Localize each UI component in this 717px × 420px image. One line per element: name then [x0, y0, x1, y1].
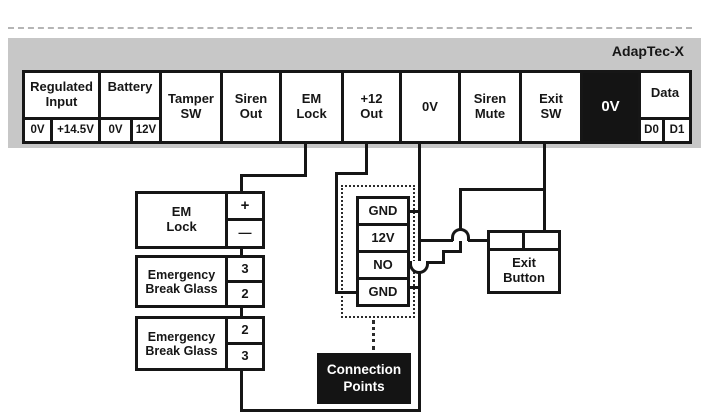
- wire-0v-to-gnd-bottom: [405, 286, 419, 289]
- terminal-data-d0: D0: [638, 117, 665, 144]
- terminal-12v-out: +12 Out: [341, 70, 402, 144]
- wire-hop-0v-over-no: [451, 228, 470, 241]
- terminal-regulated-0v: 0V: [22, 117, 53, 144]
- panel-title: AdapTec-X: [611, 43, 684, 59]
- em-lock-terminal-minus: —: [225, 218, 265, 249]
- wire-no-step-up: [442, 252, 445, 264]
- terminal-siren-mute: Siren Mute: [458, 70, 522, 144]
- connection-terminal-12v: 12V: [356, 223, 410, 253]
- wire-12v-into-gnd-bottom: [335, 291, 359, 294]
- wire-no-step-run: [442, 250, 462, 253]
- wire-lock-to-breakglass1: [240, 244, 243, 258]
- wire-12v-drop: [365, 140, 368, 175]
- wire-no-riser: [459, 188, 462, 252]
- wire-0v-to-exitbutton-b: [468, 239, 490, 242]
- wire-breakglass2-drop: [240, 368, 243, 412]
- exit-button-label: Exit Button: [487, 248, 561, 294]
- wire-exitsw-drop: [543, 140, 546, 233]
- break-glass-1-terminal-2: 2: [225, 280, 265, 308]
- em-lock-terminal-plus: +: [225, 191, 265, 221]
- wire-hop-no-over-0v: [409, 261, 429, 274]
- terminal-regulated-14v: +14.5V: [50, 117, 101, 144]
- terminal-em-lock: EM Lock: [279, 70, 344, 144]
- terminal-0v: 0V: [399, 70, 461, 144]
- wire-no-to-exitsw: [459, 188, 546, 191]
- break-glass-2-terminal-2: 2: [225, 316, 265, 345]
- wire-no-run: [426, 261, 445, 264]
- connection-block-outline: [341, 185, 415, 318]
- connection-terminal-gnd-bottom: GND: [356, 277, 410, 307]
- wire-0v-bus: [418, 140, 421, 412]
- dashed-top-line: [8, 27, 692, 29]
- wire-em-lock-drop: [304, 140, 307, 177]
- wire-bottom-return: [240, 409, 421, 412]
- wire-em-lock-run: [240, 174, 307, 177]
- break-glass-2-terminal-3: 3: [225, 342, 265, 371]
- break-glass-2-label: Emergency Break Glass: [135, 316, 228, 371]
- connection-terminal-no: NO: [356, 250, 410, 280]
- terminal-battery-12v: 12V: [130, 117, 162, 144]
- connection-points-caption: Connection Points: [317, 353, 411, 404]
- terminal-exit-sw: Exit SW: [519, 70, 583, 144]
- terminal-siren-out: Siren Out: [220, 70, 282, 144]
- wire-12v-jog: [335, 172, 368, 175]
- wire-em-lock-into-plus: [240, 174, 243, 194]
- terminal-data-d1: D1: [662, 117, 692, 144]
- break-glass-1-terminal-3: 3: [225, 255, 265, 283]
- wire-breakglass1-to-breakglass2: [240, 304, 243, 319]
- connection-caption-leader: [372, 320, 375, 350]
- break-glass-1-label: Emergency Break Glass: [135, 255, 228, 308]
- terminal-tamper-sw: Tamper SW: [159, 70, 223, 144]
- wire-0v-to-gnd-top: [405, 210, 419, 213]
- wire-12v-down-left-side: [335, 172, 338, 294]
- terminal-battery-0v: 0V: [98, 117, 133, 144]
- wire-0v-to-exitbutton-a: [421, 239, 453, 242]
- connection-terminal-gnd-top: GND: [356, 196, 410, 226]
- em-lock-device-label: EM Lock: [135, 191, 228, 249]
- terminal-0v-inverse: 0V: [580, 70, 641, 144]
